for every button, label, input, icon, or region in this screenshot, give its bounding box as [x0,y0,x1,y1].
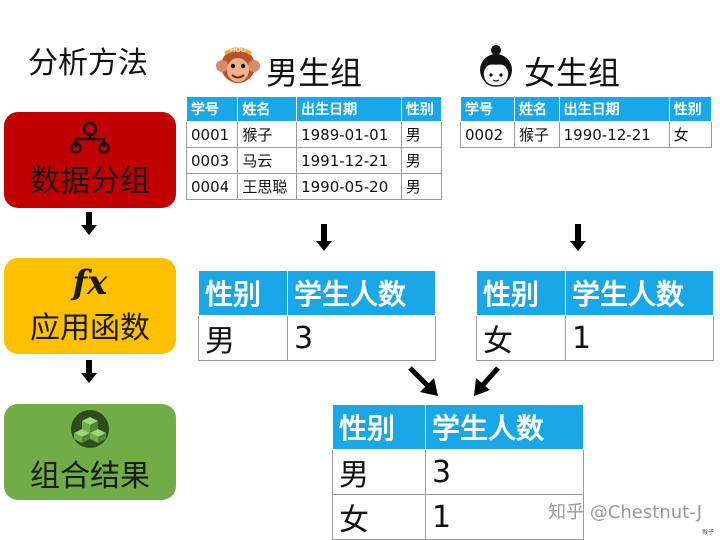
table-cell: 女 [476,315,566,361]
column-header: 性别 [198,270,288,316]
table-header-row: 性别 学生人数 [198,270,436,316]
table-row: 男 3 [332,449,584,495]
column-header: 学生人数 [425,404,584,450]
table-row: 0003 马云 1991-12-21 男 [185,147,443,174]
column-header: 学生人数 [565,270,714,316]
table-cell: 1989-01-01 [296,121,402,148]
fx-icon: fx [72,263,108,303]
table-row: 女 1 [476,315,714,361]
table-header-row: 性别 学生人数 [332,404,584,450]
table-cell: 3 [425,449,584,495]
step-group-data: 数据分组 [4,112,176,208]
cubes-icon [71,410,109,448]
female-group-title: 女生组 [524,54,621,92]
step-combine-results: 组合结果 [4,404,176,500]
table-cell: 0003 [185,147,239,174]
table-cell: 猴子 [513,121,560,148]
column-header: 出生日期 [296,96,402,122]
hierarchy-icon [70,121,110,154]
step-apply-function: fx 应用函数 [4,258,176,354]
step-label: 数据分组 [30,164,150,199]
column-header: 出生日期 [558,96,670,122]
column-header: 性别 [668,96,713,122]
column-header: 学号 [460,96,515,122]
female-count-table: 性别 学生人数 女 1 [476,270,714,361]
column-header: 学生人数 [287,270,436,316]
table-cell: 男 [332,449,426,495]
monkey-icon: HOU [216,46,260,83]
monkey-icon-text: HOU [230,46,246,54]
combined-result-table: 性别 学生人数 男 3 女 1 [332,404,584,540]
table-cell: 1991-12-21 [296,147,402,174]
table-cell: 王思聪 [237,173,298,200]
girl-icon [480,45,512,87]
table-cell: 女 [668,121,713,148]
column-header: 学号 [185,96,239,122]
table-cell: 3 [287,315,436,361]
column-header: 性别 [476,270,566,316]
table-cell: 1 [425,494,584,540]
merge-arrows-icon [408,366,500,396]
table-row: 0004 王思聪 1990-05-20 男 [185,173,443,200]
table-header-row: 学号 姓名 出生日期 性别 [185,96,443,122]
table-cell: 0001 [185,121,239,148]
column-header: 性别 [400,96,443,122]
table-header-row: 性别 学生人数 [476,270,714,316]
table-header-row: 学号 姓名 出生日期 性别 [460,96,713,122]
watermark: 知乎 @Chestnut-J [548,502,702,523]
table-cell: 0004 [185,173,239,200]
step-label: 组合结果 [30,459,150,494]
table-cell: 男 [198,315,288,361]
table-row: 0002 猴子 1990-12-21 女 [460,121,713,148]
table-cell: 男 [400,173,443,200]
table-cell: 1 [565,315,714,361]
table-cell: 猴子 [237,121,298,148]
table-cell: 1990-05-20 [296,173,402,200]
female-student-table: 学号 姓名 出生日期 性别 0002 猴子 1990-12-21 女 [460,96,713,148]
table-row: 男 3 [198,315,436,361]
table-row: 女 1 [332,494,584,540]
page-title: 分析方法 [28,46,148,81]
corner-label: 猴子 [701,529,714,536]
step-label: 应用函数 [30,311,150,346]
table-cell: 男 [400,121,443,148]
table-cell: 1990-12-21 [558,121,670,148]
column-header: 性别 [332,404,426,450]
column-header: 姓名 [237,96,298,122]
male-student-table: 学号 姓名 出生日期 性别 0001 猴子 1989-01-01 男 0003 … [185,96,443,200]
table-cell: 男 [400,147,443,174]
table-cell: 0002 [460,121,515,148]
table-cell: 女 [332,494,426,540]
column-header: 姓名 [513,96,560,122]
male-group-title: 男生组 [266,54,363,92]
table-cell: 马云 [237,147,298,174]
table-row: 0001 猴子 1989-01-01 男 [185,121,443,148]
male-count-table: 性别 学生人数 男 3 [198,270,436,361]
